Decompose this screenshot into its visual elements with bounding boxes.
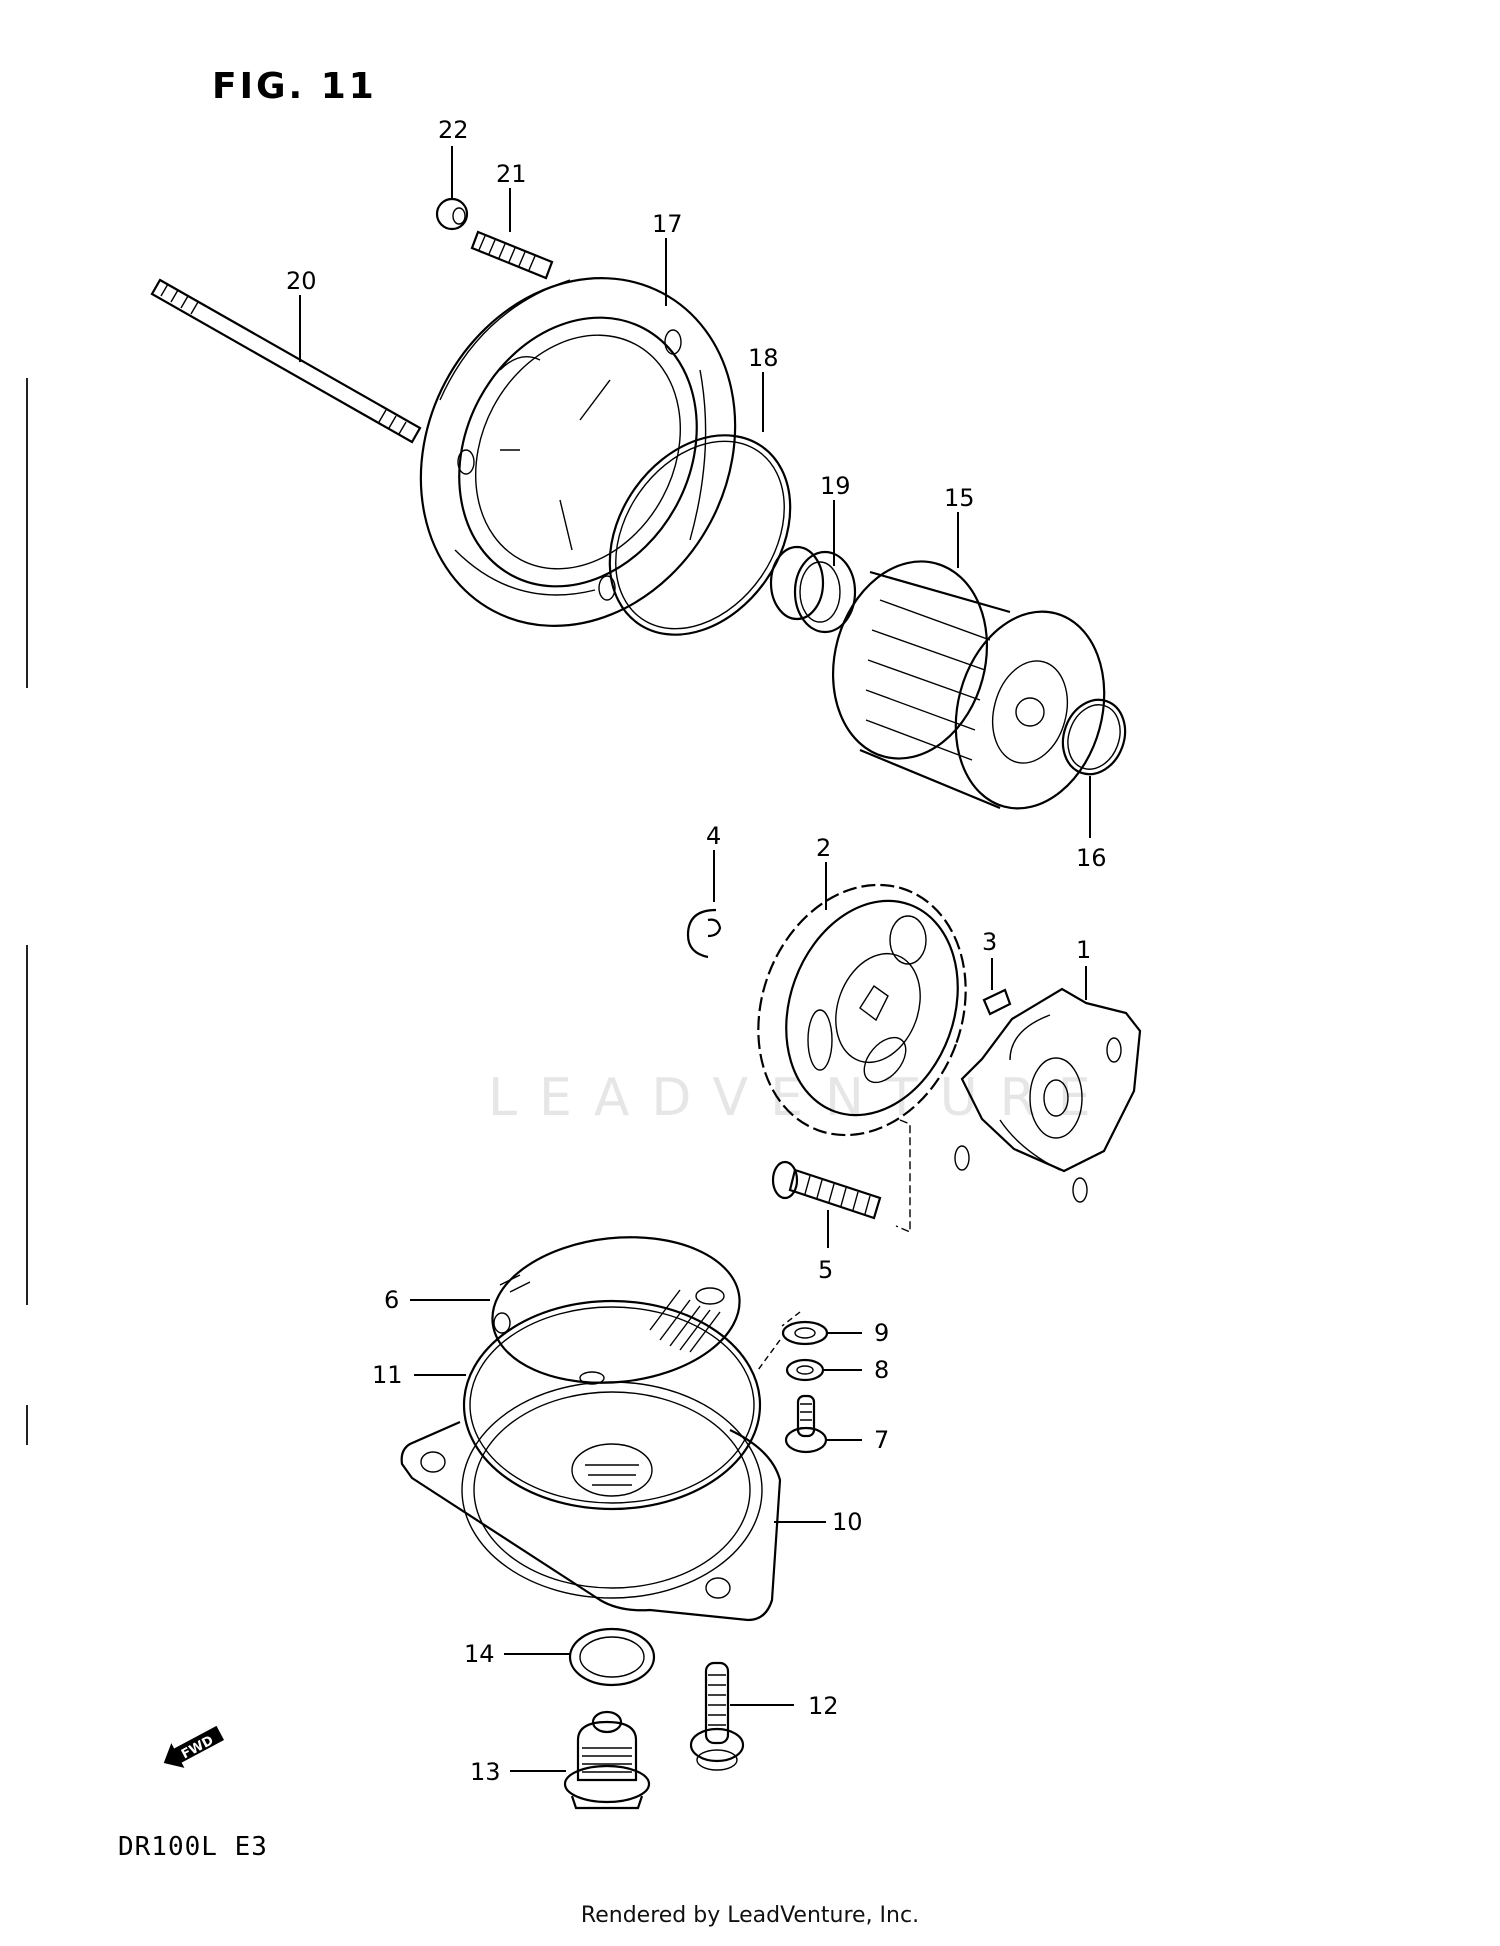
watermark: LEADVENTURE (488, 1068, 1113, 1128)
part-15-oil-filter[interactable] (812, 512, 1126, 825)
part-22-cap-nut[interactable] (435, 146, 469, 231)
callout-1[interactable]: 1 (1076, 936, 1091, 964)
part-10-strainer-cap[interactable] (400, 1381, 826, 1622)
scan-artifact-middle (26, 945, 28, 1305)
part-14-gasket[interactable] (504, 1627, 656, 1687)
part-9-washer[interactable] (757, 1311, 862, 1371)
part-5-pump-bolt[interactable] (771, 1119, 911, 1248)
callout-2[interactable]: 2 (816, 834, 831, 862)
part-2-driven-gear[interactable] (724, 856, 999, 1165)
callout-21[interactable]: 21 (496, 160, 527, 188)
callout-7[interactable]: 7 (874, 1426, 889, 1454)
callout-16[interactable]: 16 (1076, 844, 1107, 872)
part-7-screw[interactable] (784, 1394, 862, 1454)
part-13-drain-plug[interactable] (510, 1710, 651, 1810)
callout-11[interactable]: 11 (372, 1361, 403, 1389)
figure-title: FIG. 11 (212, 66, 377, 107)
callout-4[interactable]: 4 (706, 822, 721, 850)
part-20-long-stud[interactable] (150, 278, 422, 444)
part-18-cap-o-ring[interactable] (573, 372, 828, 669)
footer-credit: Rendered by LeadVenture, Inc. (580, 1903, 920, 1928)
model-code: DR100L E3 (118, 1832, 268, 1862)
callout-9[interactable]: 9 (874, 1319, 889, 1347)
callout-6[interactable]: 6 (384, 1286, 399, 1314)
callout-12[interactable]: 12 (808, 1692, 839, 1720)
callout-22[interactable]: 22 (438, 116, 469, 144)
callout-8[interactable]: 8 (874, 1356, 889, 1384)
callout-10[interactable]: 10 (832, 1508, 863, 1536)
callout-20[interactable]: 20 (286, 267, 317, 295)
part-11-o-ring[interactable] (414, 1299, 762, 1511)
callout-13[interactable]: 13 (470, 1758, 501, 1786)
part-21-short-stud[interactable] (470, 188, 554, 280)
part-3-pin[interactable] (982, 958, 1012, 1016)
scan-artifact-bottom (26, 1405, 28, 1445)
part-1-oil-pump-body[interactable] (954, 966, 1142, 1203)
callout-15[interactable]: 15 (944, 484, 975, 512)
callout-5[interactable]: 5 (818, 1256, 833, 1284)
scan-artifact-top (26, 378, 28, 688)
fwd-direction-badge: FWD (163, 1725, 225, 1768)
part-19-spring[interactable] (769, 500, 857, 634)
part-12-cap-bolt[interactable] (689, 1661, 794, 1771)
part-6-oil-strainer[interactable] (410, 1225, 747, 1394)
callout-3[interactable]: 3 (982, 928, 997, 956)
part-17-filter-cap[interactable] (361, 223, 795, 682)
callout-17[interactable]: 17 (652, 210, 683, 238)
part-8-lock-washer[interactable] (785, 1358, 862, 1382)
callout-19[interactable]: 19 (820, 472, 851, 500)
part-4-e-clip[interactable] (686, 850, 722, 959)
part-16-filter-o-ring[interactable] (1053, 691, 1135, 838)
callout-14[interactable]: 14 (464, 1640, 495, 1668)
callout-18[interactable]: 18 (748, 344, 779, 372)
